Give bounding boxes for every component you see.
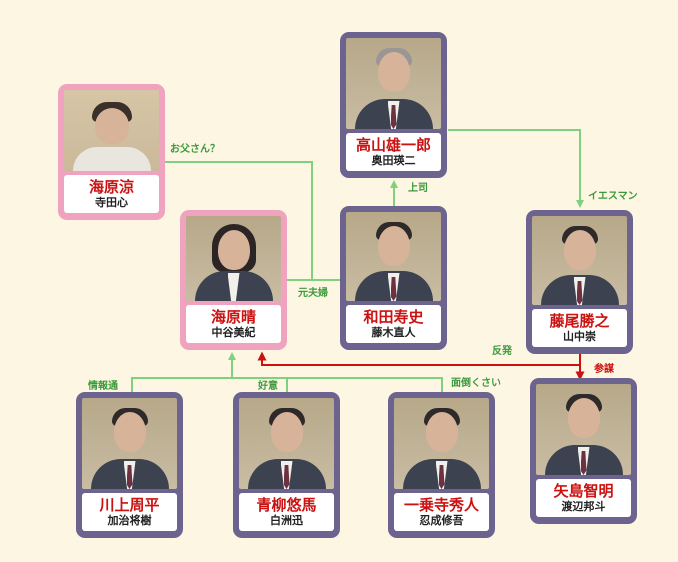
portrait-photo — [64, 90, 159, 171]
portrait-photo — [536, 384, 631, 475]
label-mendoukusai: 面倒くさい — [451, 378, 501, 389]
card-ichijoji-hideto[interactable]: 一乗寺秀人 忍成修吾 — [388, 392, 495, 538]
portrait-photo — [346, 38, 441, 129]
portrait-photo — [82, 398, 177, 489]
label-motofuufu: 元夫婦 — [298, 288, 328, 299]
caption: 高山雄一郎 奥田瑛二 — [346, 133, 441, 171]
card-kaihara-ryo[interactable]: 海原涼 寺田心 — [58, 84, 165, 220]
card-takayama-yuichiro[interactable]: 高山雄一郎 奥田瑛二 — [340, 32, 447, 178]
actor-name: 中谷美紀 — [211, 326, 256, 339]
label-koui: 好意 — [258, 381, 278, 392]
label-jouhougen: 情報通 — [88, 381, 118, 392]
character-name: 和田寿史 — [363, 308, 424, 326]
caption: 海原涼 寺田心 — [64, 175, 159, 213]
character-name: 一乗寺秀人 — [403, 496, 479, 514]
label-sankei: 参謀 — [594, 364, 614, 375]
actor-name: 渡辺邦斗 — [561, 500, 606, 513]
card-wada-hisashi[interactable]: 和田寿史 藤木直人 — [340, 206, 447, 350]
link-yesman — [448, 129, 584, 208]
actor-name: 加治将樹 — [107, 514, 152, 527]
character-name: 藤尾勝之 — [549, 312, 610, 330]
card-aoyagi-yuma[interactable]: 青柳悠馬 白洲迅 — [233, 392, 340, 538]
caption: 一乗寺秀人 忍成修吾 — [394, 493, 489, 531]
character-name: 高山雄一郎 — [355, 136, 431, 154]
caption: 青柳悠馬 白洲迅 — [239, 493, 334, 531]
portrait-photo — [394, 398, 489, 489]
actor-name: 忍成修吾 — [419, 514, 464, 527]
link-hanpatsu — [257, 351, 581, 366]
character-name: 矢島智明 — [553, 482, 614, 500]
caption: 矢島智明 渡辺邦斗 — [536, 479, 631, 517]
actor-name: 白洲迅 — [270, 514, 303, 527]
label-otousan: お父さん？ — [170, 144, 220, 155]
actor-name: 奥田瑛二 — [371, 154, 416, 167]
character-name: 川上周平 — [99, 496, 160, 514]
character-name: 青柳悠馬 — [256, 496, 317, 514]
actor-name: 寺田心 — [95, 196, 128, 209]
card-kawakami-shuhei[interactable]: 川上周平 加治将樹 — [76, 392, 183, 538]
portrait-photo — [532, 216, 627, 305]
caption: 藤尾勝之 山中崇 — [532, 309, 627, 347]
label-yesman: イエスマン — [588, 191, 638, 202]
card-kaihara-haru[interactable]: 海原晴 中谷美紀 — [180, 210, 287, 350]
card-fujio-katsuyuki[interactable]: 藤尾勝之 山中崇 — [526, 210, 633, 354]
label-joushi: 上司 — [408, 183, 428, 194]
character-name: 海原涼 — [88, 178, 134, 196]
caption: 和田寿史 藤木直人 — [346, 305, 441, 343]
caption: 川上周平 加治将樹 — [82, 493, 177, 531]
card-yajima-tomoaki[interactable]: 矢島智明 渡辺邦斗 — [530, 378, 637, 524]
label-hanpatsu: 反発 — [492, 346, 512, 357]
portrait-photo — [239, 398, 334, 489]
character-name: 海原晴 — [210, 308, 256, 326]
portrait-photo — [186, 216, 281, 301]
actor-name: 藤木直人 — [371, 326, 416, 339]
portrait-photo — [346, 212, 441, 301]
caption: 海原晴 中谷美紀 — [186, 305, 281, 343]
actor-name: 山中崇 — [563, 330, 596, 343]
